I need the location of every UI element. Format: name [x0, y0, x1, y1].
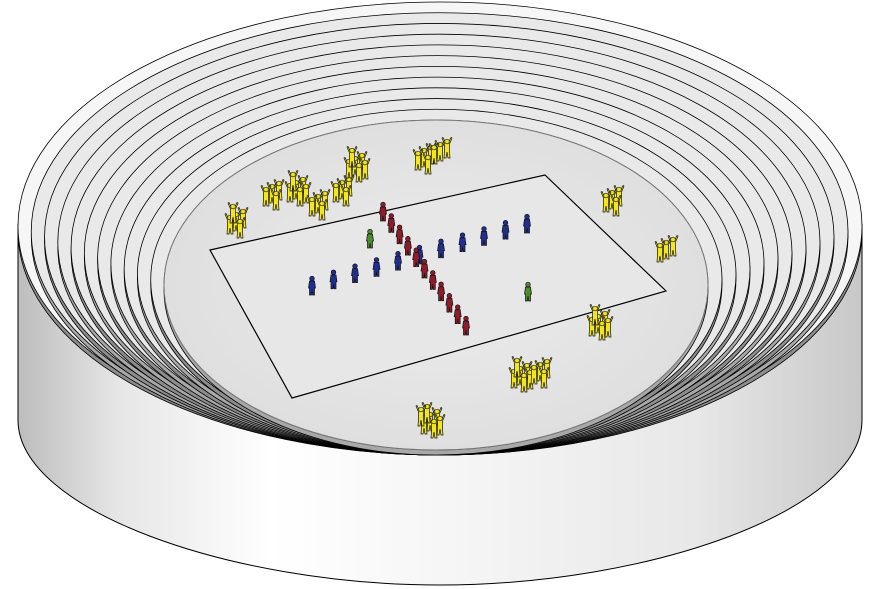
spectator-figure	[260, 185, 272, 207]
spectator-figure	[518, 371, 530, 393]
blue-player	[372, 257, 381, 277]
spectator-crowd	[224, 137, 679, 439]
spectator-figure	[654, 241, 666, 263]
red-player	[387, 213, 396, 233]
spectator-figure	[287, 170, 299, 192]
spectator-figure	[234, 217, 246, 239]
blue-player	[480, 226, 488, 246]
spectator-figure	[434, 414, 446, 436]
spectator-figure	[511, 356, 523, 378]
spectator-figure	[528, 363, 540, 385]
spectator-figure	[602, 316, 614, 338]
red-player	[445, 293, 454, 313]
spectator-figure	[538, 367, 550, 389]
spectator-figure	[428, 417, 440, 439]
spectator-figure	[422, 153, 434, 175]
red-player	[453, 304, 462, 324]
playing-pitch	[209, 174, 668, 399]
spectator-figure	[596, 319, 608, 341]
spectator-figure	[412, 149, 424, 171]
spectator-figure	[428, 143, 440, 165]
spectator-figure	[346, 146, 358, 168]
blue-player	[351, 263, 359, 283]
blue-player	[458, 232, 467, 252]
red-player	[462, 315, 470, 336]
spectator-figure	[441, 137, 453, 159]
red-player	[437, 281, 446, 302]
spectator-figure	[610, 195, 622, 217]
red-player	[379, 201, 387, 222]
blue-player	[394, 251, 402, 271]
red-player	[412, 247, 421, 267]
spectator-figure	[353, 161, 365, 183]
green-figure	[366, 228, 374, 249]
red-player	[395, 224, 404, 245]
spectator-figure	[415, 405, 427, 427]
spectator-figure	[667, 235, 679, 257]
spectator-figure	[330, 181, 342, 203]
players-on-pitch	[308, 201, 532, 336]
spectator-figure	[227, 202, 239, 224]
green-figure	[524, 281, 532, 302]
spectator-figure	[270, 189, 282, 211]
blue-player	[437, 238, 445, 259]
red-player	[403, 236, 412, 256]
blue-player	[308, 275, 316, 296]
spectator-figure	[340, 185, 352, 207]
blue-player	[329, 269, 338, 290]
red-player	[420, 258, 429, 279]
spectator-figure	[359, 158, 371, 180]
spectator-figure	[294, 185, 306, 207]
spectator-figure	[600, 191, 612, 213]
blue-player	[523, 213, 531, 234]
spectator-figure	[316, 199, 328, 221]
spectator-figure	[589, 304, 601, 326]
red-player	[428, 270, 437, 290]
blue-player	[501, 220, 510, 240]
spectator-figure	[306, 195, 318, 217]
